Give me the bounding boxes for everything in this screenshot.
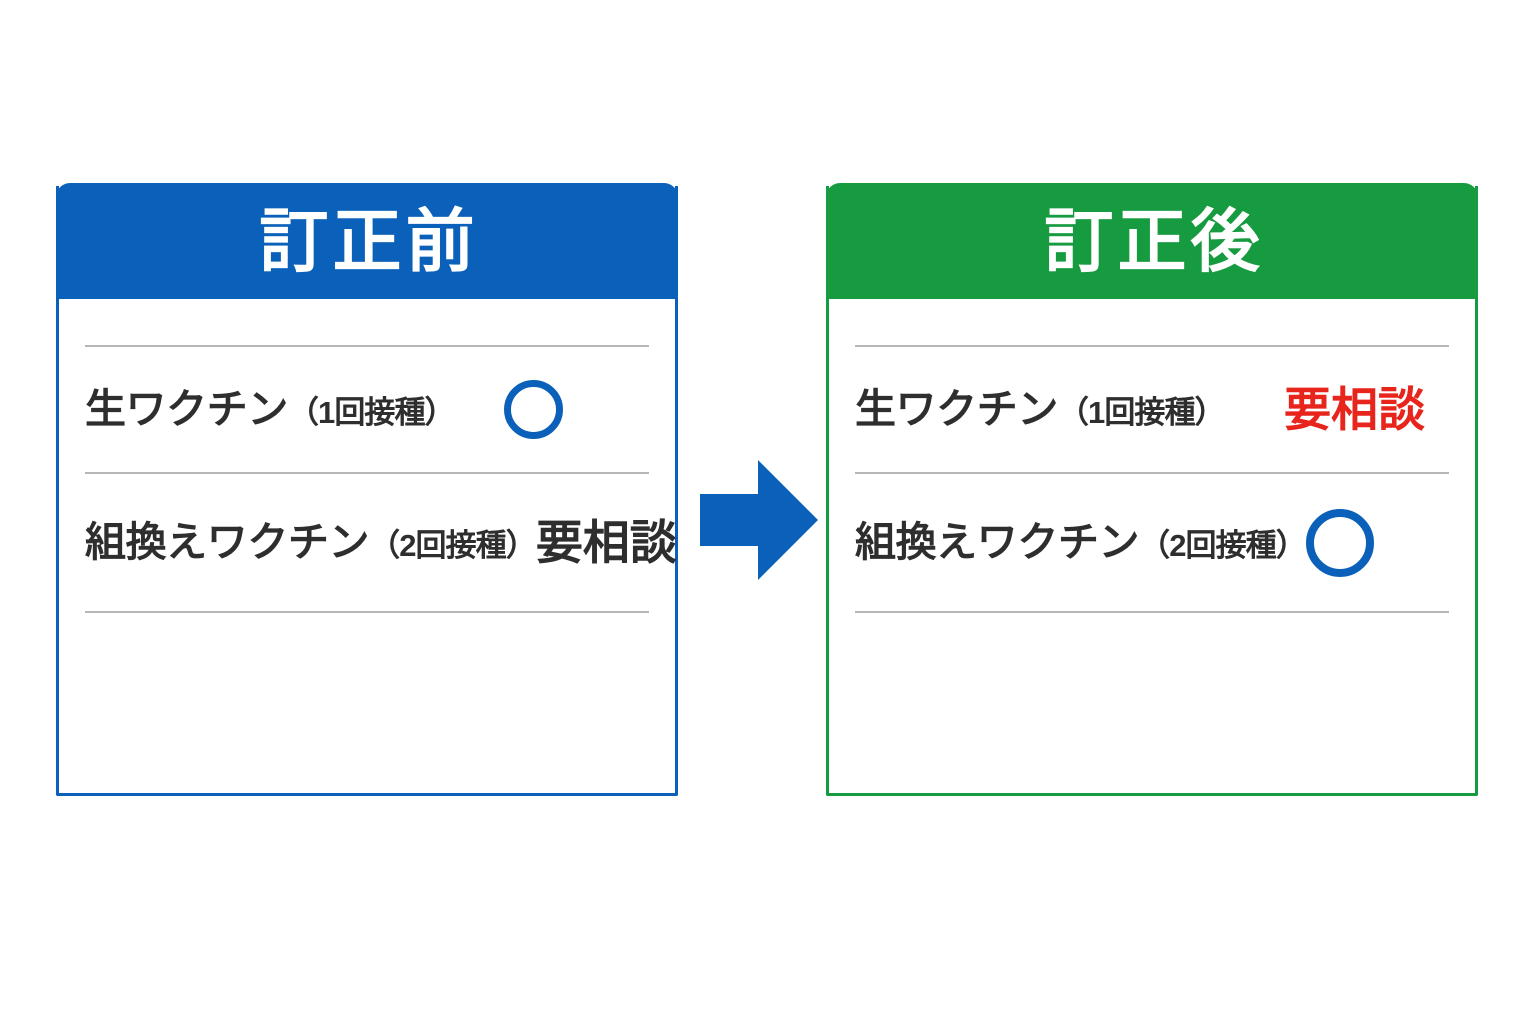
row-value <box>1305 508 1374 577</box>
row-label: 生ワクチン（1回接種） <box>85 386 456 432</box>
panel-before-header: 訂正前 <box>56 183 678 299</box>
row-label-main: 組換えワクチン <box>855 519 1140 565</box>
panel-before: 訂正前 生ワクチン（1回接種） 組換えワクチン（2回接種） 要相談 <box>56 183 678 796</box>
row-label: 組換えワクチン（2回接種） <box>85 519 537 565</box>
row-label-paren: （1回接種） <box>1057 395 1226 430</box>
table-row: 組換えワクチン（2回接種） <box>855 474 1449 611</box>
row-label-main: 組換えワクチン <box>85 519 370 565</box>
row-value <box>504 380 563 439</box>
panel-before-top-spacer <box>85 299 649 345</box>
row-label: 組換えワクチン（2回接種） <box>855 519 1307 565</box>
row-label-paren: （1回接種） <box>287 395 456 430</box>
panel-after-body: 生ワクチン（1回接種） 要相談 組換えワクチン（2回接種） <box>829 299 1475 793</box>
row-label-paren: （2回接種） <box>369 528 537 563</box>
divider-top <box>855 345 1449 347</box>
table-row: 生ワクチン（1回接種） <box>85 347 649 472</box>
row-value: 要相談 <box>1284 386 1425 433</box>
circle-mark-icon <box>504 380 563 439</box>
table-row: 組換えワクチン（2回接種） 要相談 <box>85 474 677 611</box>
row-label-main: 生ワクチン <box>855 386 1058 432</box>
panel-after-header: 訂正後 <box>826 183 1478 299</box>
divider-bottom <box>85 611 649 613</box>
divider-top <box>85 345 649 347</box>
consult-required-label: 要相談 <box>535 516 677 569</box>
row-label: 生ワクチン（1回接種） <box>855 386 1226 432</box>
row-label-paren: （2回接種） <box>1139 528 1307 563</box>
arrow-right-icon <box>700 460 818 580</box>
row-label-main: 生ワクチン <box>85 386 288 432</box>
panel-after: 訂正後 生ワクチン（1回接種） 要相談 組換えワクチン（2回接種） <box>826 183 1478 796</box>
panel-before-body: 生ワクチン（1回接種） 組換えワクチン（2回接種） 要相談 <box>59 299 677 793</box>
circle-mark-icon <box>1305 508 1374 577</box>
divider-bottom <box>855 611 1449 613</box>
row-value: 要相談 <box>536 519 677 566</box>
consult-required-label: 要相談 <box>1284 383 1425 436</box>
panel-after-title: 訂正後 <box>1044 202 1264 280</box>
table-row: 生ワクチン（1回接種） 要相談 <box>855 347 1449 472</box>
divider-middle <box>855 472 1449 474</box>
panel-before-title: 訂正前 <box>259 202 479 280</box>
panel-after-top-spacer <box>855 299 1449 345</box>
divider-middle <box>85 472 649 474</box>
